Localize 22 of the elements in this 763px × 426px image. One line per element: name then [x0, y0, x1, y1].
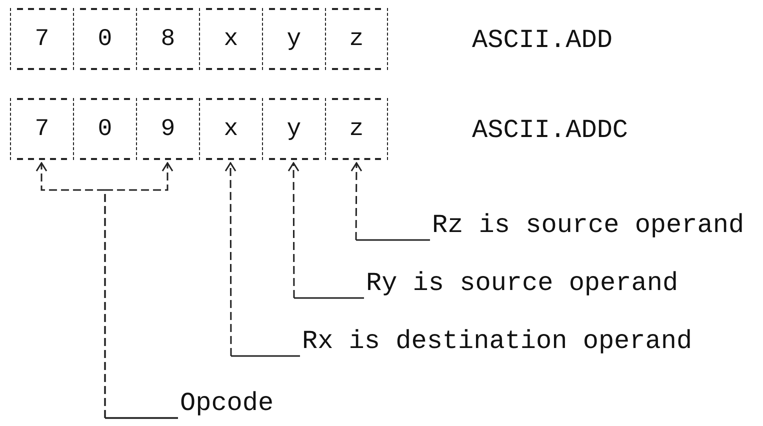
annotation-text: Opcode — [180, 388, 274, 418]
annotation-text: Rx is destination operand — [302, 326, 692, 356]
instruction-field: 8 — [136, 8, 199, 70]
instruction-field: 9 — [136, 98, 199, 160]
instruction-field: y — [262, 98, 325, 160]
instruction-field: 7 — [10, 8, 73, 70]
leader-line — [350, 162, 430, 241]
instruction-name: ASCII.ADDC — [472, 115, 628, 145]
annotation-text: Rz is source operand — [432, 210, 744, 240]
instruction-field: 7 — [10, 98, 73, 160]
instruction-field: x — [199, 8, 262, 70]
leader-line — [224, 162, 300, 357]
instruction-field: y — [262, 8, 325, 70]
instruction-field: z — [325, 8, 388, 70]
instruction-name: ASCII.ADD — [472, 25, 612, 55]
instruction-field: 0 — [73, 98, 136, 160]
instruction-field: x — [199, 98, 262, 160]
instruction-field: z — [325, 98, 388, 160]
annotation-text: Ry is source operand — [366, 268, 678, 298]
leader-line — [104, 162, 178, 419]
leader-line — [288, 162, 364, 299]
instruction-field: 0 — [73, 8, 136, 70]
